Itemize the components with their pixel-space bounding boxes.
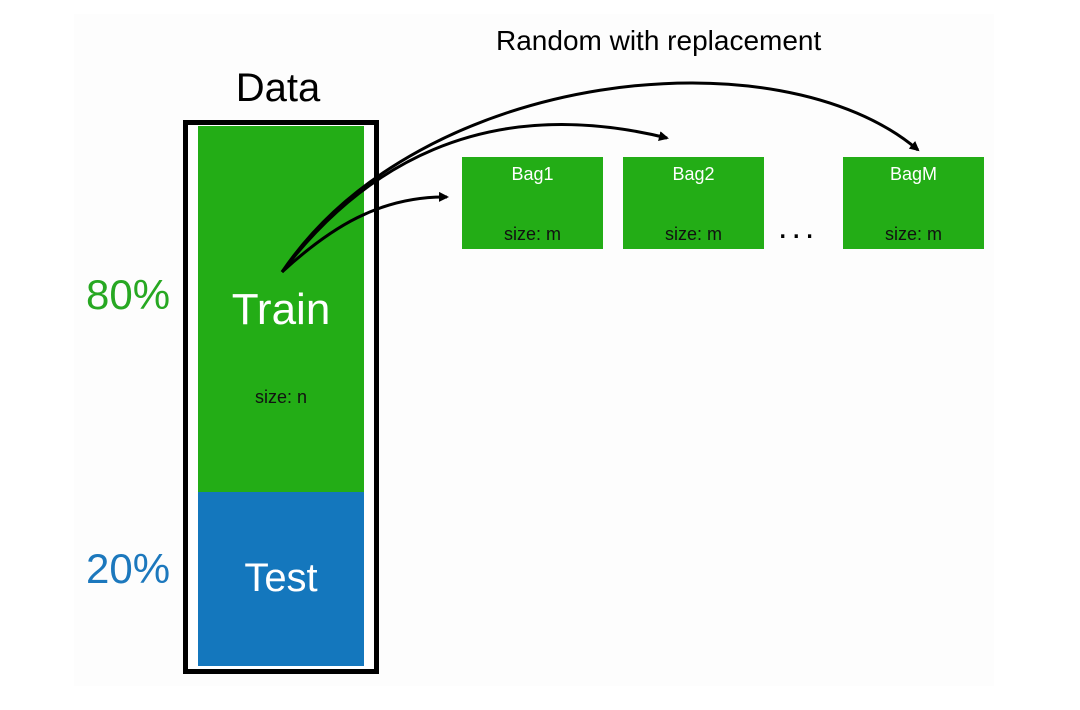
bag-box-m: BagM size: m — [843, 157, 984, 249]
data-title: Data — [235, 66, 321, 110]
test-label: Test — [244, 556, 318, 600]
bag-size: size: m — [503, 224, 561, 244]
bag-box-2: Bag2 size: m — [623, 157, 764, 249]
train-region — [198, 126, 364, 492]
bags-ellipsis: ... — [778, 208, 819, 246]
arrow-to-bag2 — [280, 123, 669, 273]
bag-box-1: Bag1 size: m — [462, 157, 603, 249]
bag-name: BagM — [889, 164, 938, 184]
test-percent: 20% — [86, 545, 171, 592]
bag-name: Bag1 — [511, 164, 554, 184]
bag-size: size: m — [664, 224, 722, 244]
sampling-caption: Random with replacement — [496, 25, 822, 56]
train-label: Train — [231, 285, 331, 334]
arrow-to-bag1 — [280, 191, 449, 274]
bag-name: Bag2 — [672, 164, 715, 184]
train-size-label: size: n — [254, 387, 308, 407]
arrow-to-bagm — [280, 81, 920, 273]
train-percent: 80% — [86, 271, 171, 318]
bag-size: size: m — [884, 224, 942, 244]
test-region — [198, 492, 364, 666]
